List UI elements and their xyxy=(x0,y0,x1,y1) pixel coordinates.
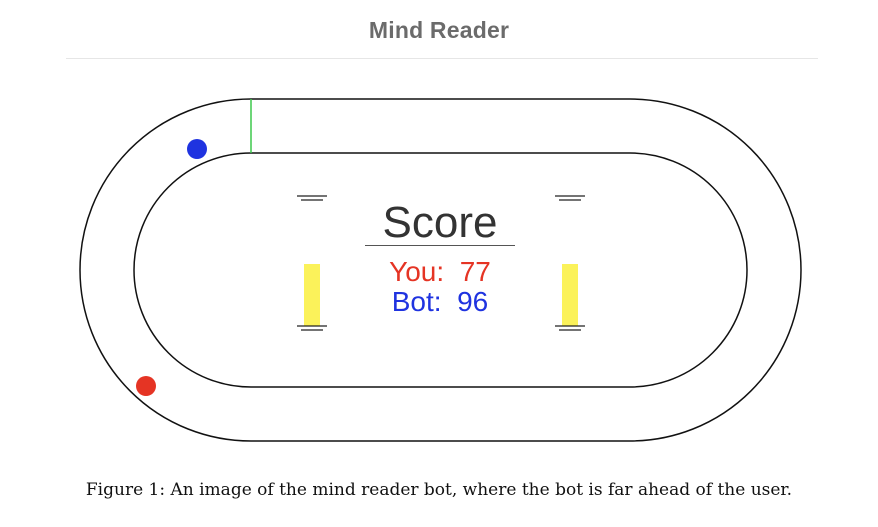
player-score-value: 77 xyxy=(459,256,491,287)
player-racer xyxy=(136,376,156,396)
race-track xyxy=(79,98,802,442)
bot-score-value: 96 xyxy=(457,286,489,317)
bot-score-label: Bot: xyxy=(391,286,442,317)
player-meter xyxy=(297,195,327,331)
bot-score-row: Bot: 96 xyxy=(350,286,530,318)
track-outer-edge xyxy=(79,98,802,442)
figure-caption: Figure 1: An image of the mind reader bo… xyxy=(85,480,793,500)
player-meter-fill xyxy=(304,264,320,326)
track-inner-edge xyxy=(133,152,748,388)
bot-racer xyxy=(187,139,207,159)
score-heading: Score xyxy=(382,198,498,247)
page-title: Mind Reader xyxy=(368,17,510,43)
bot-meter-fill xyxy=(562,264,578,326)
player-score-label: You: xyxy=(389,256,445,287)
bot-meter xyxy=(555,195,585,331)
title-divider xyxy=(66,58,818,59)
score-underline xyxy=(365,245,515,246)
player-score-row: You: 77 xyxy=(350,256,530,288)
